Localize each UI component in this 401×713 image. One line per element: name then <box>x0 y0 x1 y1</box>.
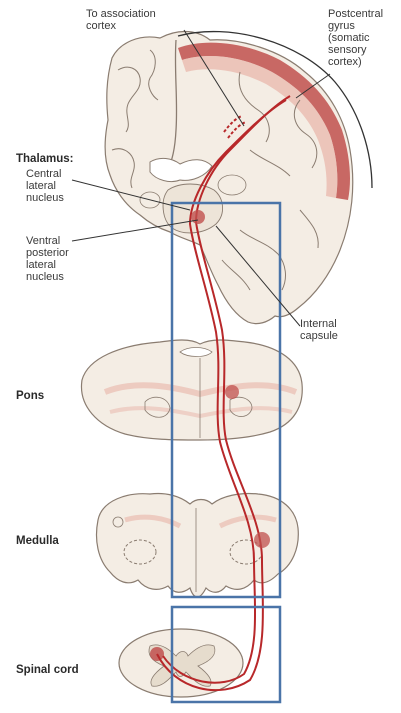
pons-section <box>81 340 302 440</box>
label-pons: Pons <box>16 390 44 402</box>
label-thalamus: Thalamus: <box>16 153 74 165</box>
brain-section <box>105 32 353 324</box>
label-central-lateral-nucleus: Central lateral nucleus <box>26 168 64 204</box>
label-internal-capsule: Internal capsule <box>300 318 338 342</box>
brain-outline <box>105 32 353 324</box>
medulla-tract-dot <box>254 532 270 548</box>
label-postcentral-gyrus: Postcentral gyrus (somatic sensory corte… <box>328 8 383 68</box>
vpl-nucleus-dot <box>191 210 205 224</box>
label-association-cortex: To association cortex <box>86 8 156 32</box>
label-medulla: Medulla <box>16 535 59 547</box>
label-spinal-cord: Spinal cord <box>16 664 79 676</box>
pons-tract-dot <box>225 385 239 399</box>
spinal-cord-section <box>119 629 243 697</box>
label-ventral-posterior-lateral-nucleus: Ventral posterior lateral nucleus <box>26 235 69 283</box>
